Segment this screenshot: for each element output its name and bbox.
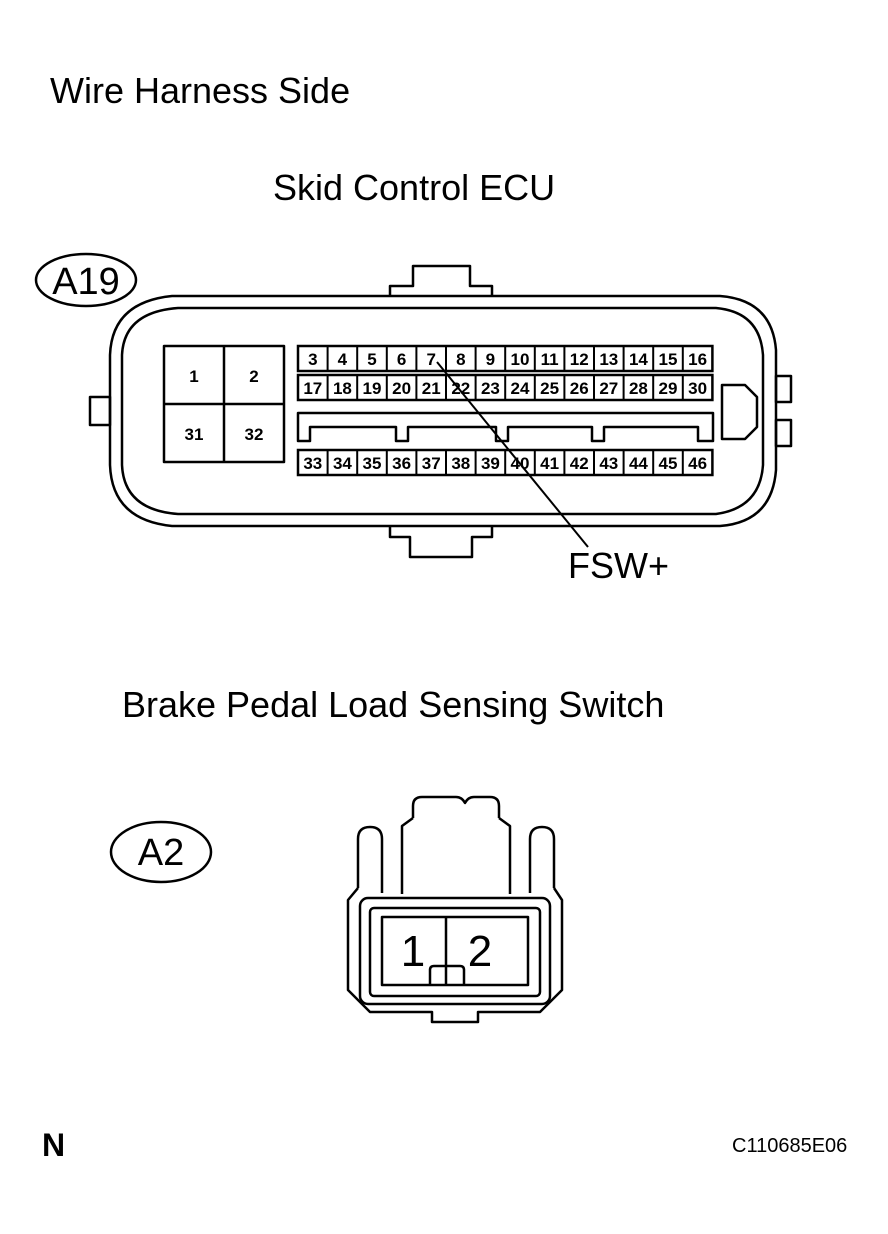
ecu-pin-46: 46: [688, 454, 707, 473]
ecu-pin-20: 20: [392, 379, 411, 398]
ecu-pin-13: 13: [599, 350, 618, 369]
ecu-pin-4: 4: [338, 350, 348, 369]
orientation-mark: N: [42, 1127, 66, 1163]
ecu-pin-27: 27: [599, 379, 618, 398]
a19-oval: [34, 252, 138, 308]
ecu-pin-45: 45: [659, 454, 678, 473]
ecu-title: Skid Control ECU: [273, 167, 556, 208]
ecu-pin-7: 7: [426, 350, 435, 369]
ecu-center-slot: [296, 411, 715, 443]
figure-code: C110685E06: [732, 1135, 848, 1157]
ecu-pin-26: 26: [570, 379, 589, 398]
ecu-pin-21: 21: [422, 379, 441, 398]
ecu-pin-44: 44: [629, 454, 648, 473]
ecu-pin-31: 31: [185, 425, 204, 444]
fsw-leader-line: [436, 361, 589, 548]
fsw-signal-label: FSW+: [568, 545, 669, 586]
ecu-pin-38: 38: [451, 454, 470, 473]
switch-pin-1: 1: [401, 927, 425, 976]
ecu-pin-18: 18: [333, 379, 352, 398]
ecu-power-pin-block: [162, 344, 286, 464]
ecu-pin-8: 8: [456, 350, 465, 369]
a2-connector-code: A2: [138, 832, 184, 874]
ecu-pin-19: 19: [363, 379, 382, 398]
ecu-pin-3: 3: [308, 350, 317, 369]
ecu-pin-1: 1: [189, 367, 198, 386]
ecu-pin-17: 17: [303, 379, 322, 398]
ecu-pin-22: 22: [451, 379, 470, 398]
switch-pin-2: 2: [468, 927, 492, 976]
ecu-pin-25: 25: [540, 379, 559, 398]
ecu-pin-39: 39: [481, 454, 500, 473]
ecu-pin-28: 28: [629, 379, 648, 398]
switch-connector-housing: [346, 795, 564, 1024]
ecu-pin-15: 15: [659, 350, 678, 369]
ecu-pin-33: 33: [303, 454, 322, 473]
ecu-pin-24: 24: [511, 379, 530, 398]
ecu-pin-37: 37: [422, 454, 441, 473]
ecu-pin-42: 42: [570, 454, 589, 473]
ecu-pin-10: 10: [511, 350, 530, 369]
ecu-pin-11: 11: [541, 350, 559, 369]
a19-connector-code: A19: [52, 261, 120, 303]
ecu-pin-35: 35: [363, 454, 382, 473]
ecu-pin-36: 36: [392, 454, 411, 473]
ecu-pin-23: 23: [481, 379, 500, 398]
ecu-pin-34: 34: [333, 454, 352, 473]
ecu-pin-41: 41: [540, 454, 559, 473]
ecu-connector-housing: [88, 264, 793, 559]
ecu-pin-2: 2: [249, 367, 258, 386]
ecu-pin-16: 16: [688, 350, 707, 369]
ecu-pin-40: 40: [511, 454, 530, 473]
ecu-pin-6: 6: [397, 350, 406, 369]
ecu-pin-32: 32: [245, 425, 264, 444]
ecu-pin-9: 9: [486, 350, 495, 369]
ecu-pin-12: 12: [570, 350, 589, 369]
ecu-pin-5: 5: [367, 350, 376, 369]
ecu-pin-30: 30: [688, 379, 707, 398]
ecu-pin-14: 14: [629, 350, 648, 369]
ecu-pin-29: 29: [659, 379, 678, 398]
switch-title: Brake Pedal Load Sensing Switch: [122, 684, 665, 725]
a2-oval: [109, 820, 213, 884]
ecu-pin-43: 43: [599, 454, 618, 473]
view-side-title: Wire Harness Side: [50, 70, 351, 111]
